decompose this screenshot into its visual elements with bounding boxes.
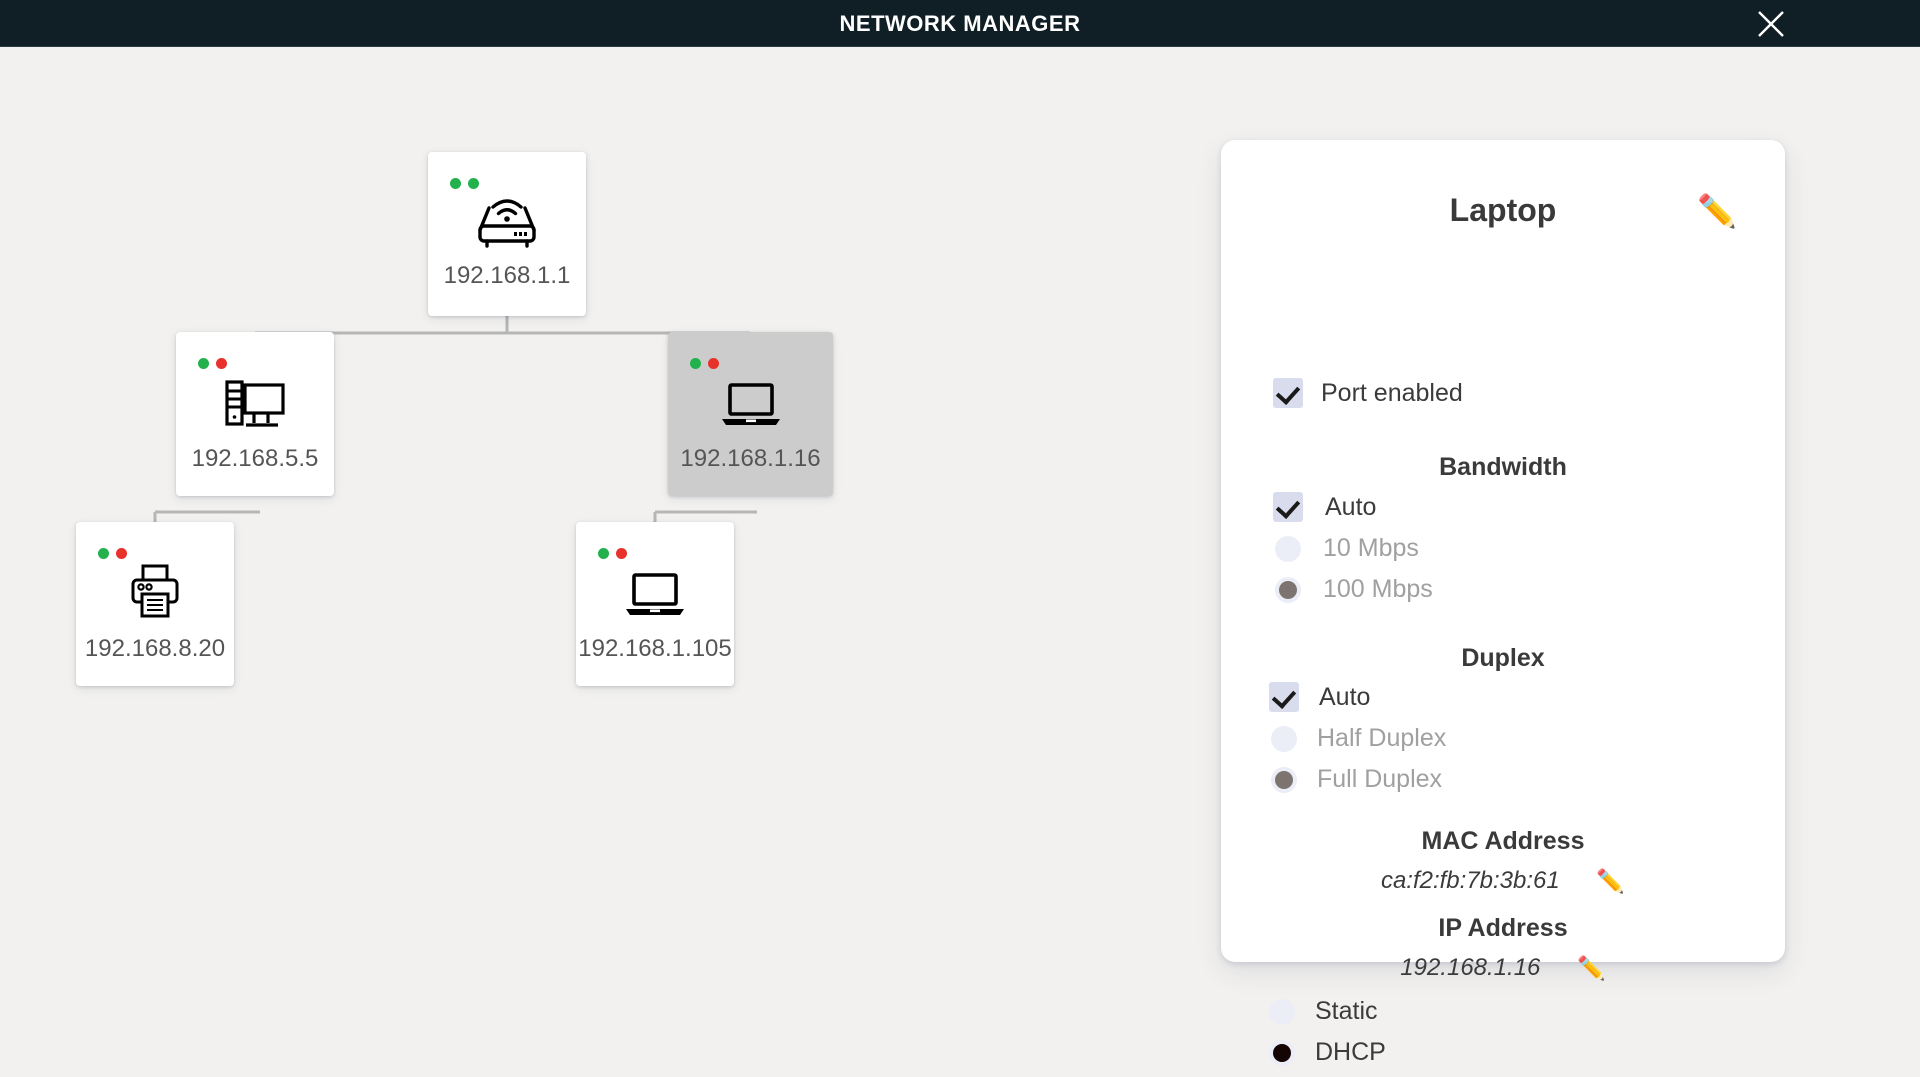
bandwidth-10mbps-label: 10 Mbps [1323, 534, 1419, 562]
node-ip-label: 192.168.1.1 [443, 262, 571, 289]
status-dot-green [98, 548, 109, 559]
duplex-full-label: Full Duplex [1317, 765, 1443, 793]
ip-address-value-row: 192.168.1.16 ✏️ [1221, 954, 1785, 982]
status-dot-green [690, 358, 701, 369]
duplex-full-row[interactable]: Full Duplex [1271, 765, 1442, 794]
topology-node-router[interactable]: 192.168.1.1 [428, 152, 586, 316]
duplex-half-label: Half Duplex [1317, 724, 1447, 752]
laptop-icon [668, 376, 833, 434]
topology-node-laptop-selected[interactable]: 192.168.1.16 [668, 332, 833, 496]
status-dots [450, 178, 479, 189]
router-wifi-icon [428, 190, 586, 252]
port-enabled-row[interactable]: Port enabled [1273, 378, 1463, 408]
bandwidth-100mbps-row[interactable]: 100 Mbps [1275, 575, 1433, 604]
window-title: NETWORK MANAGER [839, 11, 1081, 36]
duplex-auto-row[interactable]: Auto [1269, 682, 1370, 712]
desktop-computer-icon [176, 376, 334, 434]
device-detail-panel: Laptop ✏️ Port enabled Bandwidth Auto 10… [1221, 140, 1785, 1066]
mac-address-value-row: ca:f2:fb:7b:3b:61 ✏️ [1221, 867, 1785, 895]
port-enabled-checkbox[interactable] [1273, 378, 1303, 408]
status-dot-green [198, 358, 209, 369]
status-dots [98, 548, 127, 559]
status-dots [598, 548, 627, 559]
node-ip-label: 192.168.8.20 [84, 635, 226, 662]
topology-node-desktop[interactable]: 192.168.5.5 [176, 332, 334, 496]
ip-address-value: 192.168.1.16 [1400, 954, 1541, 981]
window-titlebar: NETWORK MANAGER [0, 0, 1920, 47]
bandwidth-auto-label: Auto [1325, 492, 1377, 521]
status-dot-red [708, 358, 719, 369]
bandwidth-100mbps-radio[interactable] [1275, 576, 1301, 603]
status-dot-red [116, 548, 127, 559]
network-topology: 192.168.1.1 192 [0, 47, 1200, 1077]
dhcp-label: DHCP [1315, 1038, 1386, 1066]
status-dots [198, 358, 227, 369]
status-dot-green [598, 548, 609, 559]
status-dot-green [468, 178, 479, 189]
topology-node-laptop[interactable]: 192.168.1.105 [576, 522, 734, 686]
port-enabled-label: Port enabled [1321, 378, 1463, 407]
laptop-icon [576, 566, 734, 624]
status-dot-red [216, 358, 227, 369]
duplex-full-radio[interactable] [1271, 766, 1297, 793]
static-label: Static [1315, 997, 1378, 1025]
bandwidth-10mbps-row[interactable]: 10 Mbps [1275, 534, 1419, 563]
printer-icon [76, 562, 234, 624]
duplex-half-radio[interactable] [1271, 725, 1297, 752]
status-dot-green [450, 178, 461, 189]
mac-address-title: MAC Address [1421, 827, 1585, 855]
duplex-auto-label: Auto [1319, 682, 1371, 711]
bandwidth-auto-checkbox[interactable] [1273, 492, 1303, 522]
edit-ip-pencil-icon[interactable]: ✏️ [1577, 955, 1606, 982]
status-dot-red [616, 548, 627, 559]
duplex-half-row[interactable]: Half Duplex [1271, 724, 1446, 753]
edit-name-pencil-icon[interactable]: ✏️ [1697, 193, 1737, 229]
bandwidth-section-title: Bandwidth [1439, 453, 1567, 481]
dhcp-row[interactable]: DHCP [1269, 1038, 1386, 1067]
duplex-section-title: Duplex [1461, 644, 1545, 672]
bandwidth-100mbps-label: 100 Mbps [1323, 575, 1433, 603]
close-icon[interactable] [1754, 7, 1788, 41]
edit-mac-pencil-icon[interactable]: ✏️ [1596, 868, 1626, 895]
topology-node-printer[interactable]: 192.168.8.20 [76, 522, 234, 686]
bandwidth-auto-row[interactable]: Auto [1273, 492, 1376, 522]
node-ip-label: 192.168.1.105 [578, 635, 732, 662]
main-canvas: 192.168.1.1 192 [0, 47, 1920, 1077]
ip-address-title: IP Address [1438, 914, 1568, 942]
duplex-auto-checkbox[interactable] [1269, 682, 1299, 712]
static-radio[interactable] [1269, 998, 1295, 1025]
bandwidth-10mbps-radio[interactable] [1275, 535, 1301, 562]
static-row[interactable]: Static [1269, 997, 1378, 1026]
mac-address-value: ca:f2:fb:7b:3b:61 [1380, 867, 1560, 894]
status-dots [690, 358, 719, 369]
node-ip-label: 192.168.1.16 [680, 445, 821, 472]
panel-title: Laptop [1449, 192, 1557, 228]
node-ip-label: 192.168.5.5 [191, 445, 319, 472]
dhcp-radio[interactable] [1269, 1039, 1295, 1066]
